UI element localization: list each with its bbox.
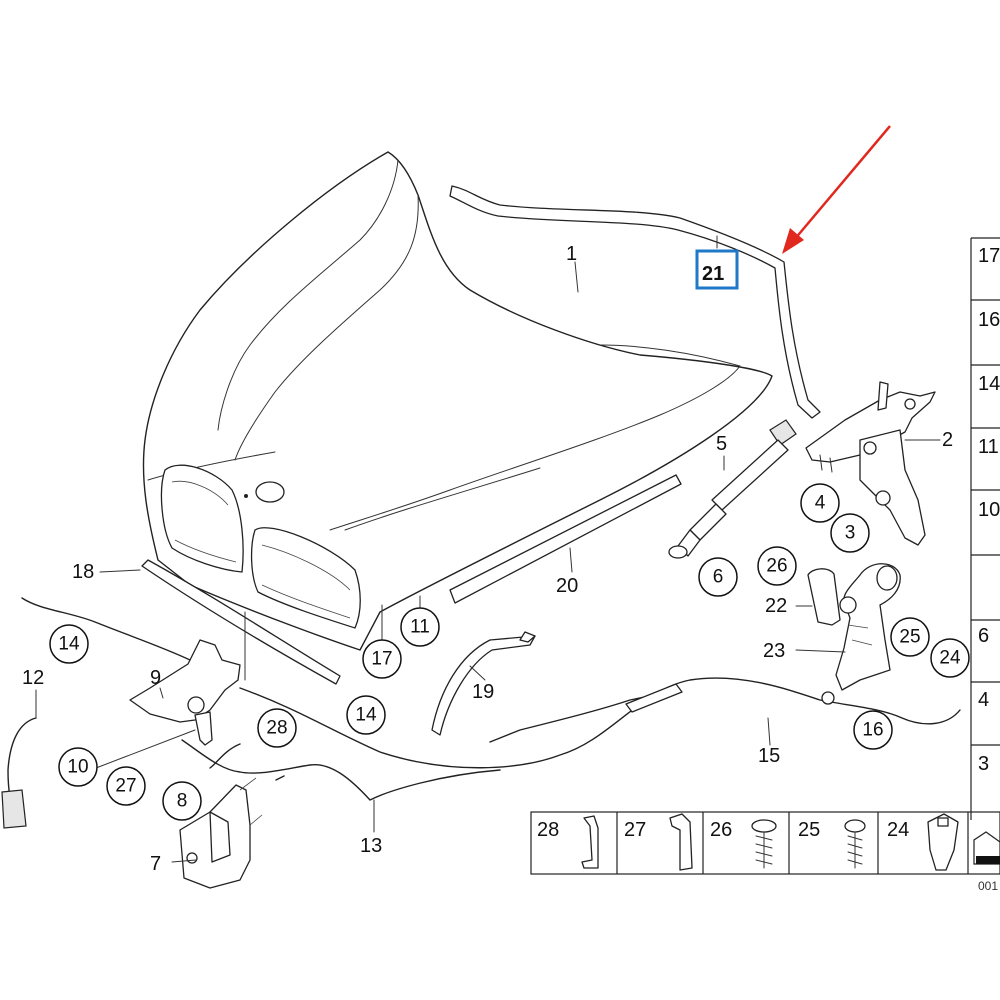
bottom-parts-table: 28 27 26 25 24 001 [530, 811, 1000, 893]
footer-code: 001 [978, 879, 998, 893]
label-hinge: 2 [942, 429, 953, 451]
seal-strip-21 [449, 185, 821, 419]
seals [141, 474, 682, 736]
callout-25: 25 [890, 617, 930, 657]
svg-text:3: 3 [845, 523, 856, 544]
side-table-cell: 17 [978, 245, 1000, 267]
label-lever-23: 23 [763, 640, 785, 662]
svg-text:17: 17 [371, 649, 392, 670]
label-seal-21: 21 [702, 263, 724, 285]
bottom-table-cell: 24 [887, 819, 909, 841]
side-table-cell: 3 [978, 753, 989, 775]
svg-text:16: 16 [862, 720, 883, 741]
label-seal-19: 19 [472, 681, 494, 703]
svg-text:14: 14 [355, 705, 377, 726]
callout-8: 8 [162, 781, 202, 821]
leader-lines [35, 235, 941, 863]
callout-11: 11 [400, 607, 440, 647]
callout-10: 10 [58, 747, 98, 787]
screw-26-icon [751, 819, 777, 869]
label-hood: 1 [566, 243, 577, 265]
svg-text:25: 25 [899, 627, 920, 648]
callout-24: 24 [930, 638, 970, 678]
cables [1, 597, 961, 829]
svg-text:10: 10 [67, 757, 88, 778]
label-seal-18: 18 [72, 561, 94, 583]
svg-text:11: 11 [410, 617, 430, 638]
callout-28: 28 [257, 708, 297, 748]
svg-text:28: 28 [266, 718, 287, 739]
lock-assembly [129, 639, 263, 889]
svg-text:27: 27 [115, 776, 136, 797]
label-screw-22: 22 [765, 595, 787, 617]
svg-text:4: 4 [815, 493, 826, 514]
circled-labels: 4 3 6 26 25 24 11 17 14 14 28 16 10 27 8 [49, 483, 970, 821]
bottom-table-cell: 27 [624, 819, 646, 841]
label-seal-20: 20 [556, 575, 578, 597]
clip-28-icon [581, 815, 599, 869]
svg-text:8: 8 [177, 791, 188, 812]
gas-strut [668, 419, 797, 559]
callout-16: 16 [853, 710, 893, 750]
svg-text:24: 24 [939, 648, 961, 669]
side-table-cell: 6 [978, 625, 989, 647]
side-table-cell: 16 [978, 309, 1000, 331]
callout-6: 6 [698, 557, 738, 597]
side-table-cell: 10 [978, 499, 1000, 521]
label-lock-9: 9 [150, 667, 161, 689]
lever-assembly [807, 563, 901, 691]
callout-14-mid: 14 [346, 695, 386, 735]
callout-27: 27 [106, 766, 146, 806]
plain-labels: 1 21 2 5 18 20 22 23 12 9 19 15 13 7 [22, 243, 953, 875]
callout-3: 3 [830, 513, 870, 553]
bottom-table-cell: 25 [798, 819, 820, 841]
callout-17: 17 [362, 639, 402, 679]
label-lock-7: 7 [150, 853, 161, 875]
side-table-cell: 11 [978, 436, 999, 458]
screw-25-icon [844, 819, 866, 869]
label-cable-15: 15 [758, 745, 780, 767]
bottom-table-cell: 28 [537, 819, 559, 841]
side-table-cell: 14 [978, 373, 1000, 395]
highlight-box [695, 249, 739, 290]
callout-14-left: 14 [49, 624, 89, 664]
side-parts-table: 17 16 14 11 10 6 4 3 [970, 237, 1000, 820]
svg-text:14: 14 [58, 634, 80, 655]
hood-panel [142, 151, 773, 651]
callout-26: 26 [757, 546, 797, 586]
bottom-table-cell: 26 [710, 819, 732, 841]
svg-text:6: 6 [713, 567, 724, 588]
svg-text:26: 26 [766, 556, 787, 577]
label-gas-strut: 5 [716, 433, 727, 455]
side-table-cell: 4 [978, 689, 989, 711]
clip-27-icon [669, 813, 693, 871]
hinge-assembly [805, 381, 936, 546]
nut-24-icon [927, 813, 959, 871]
callout-4: 4 [800, 483, 840, 523]
label-cable-13: 13 [360, 835, 382, 857]
label-cable-12: 12 [22, 667, 44, 689]
red-arrow-icon [782, 125, 891, 254]
